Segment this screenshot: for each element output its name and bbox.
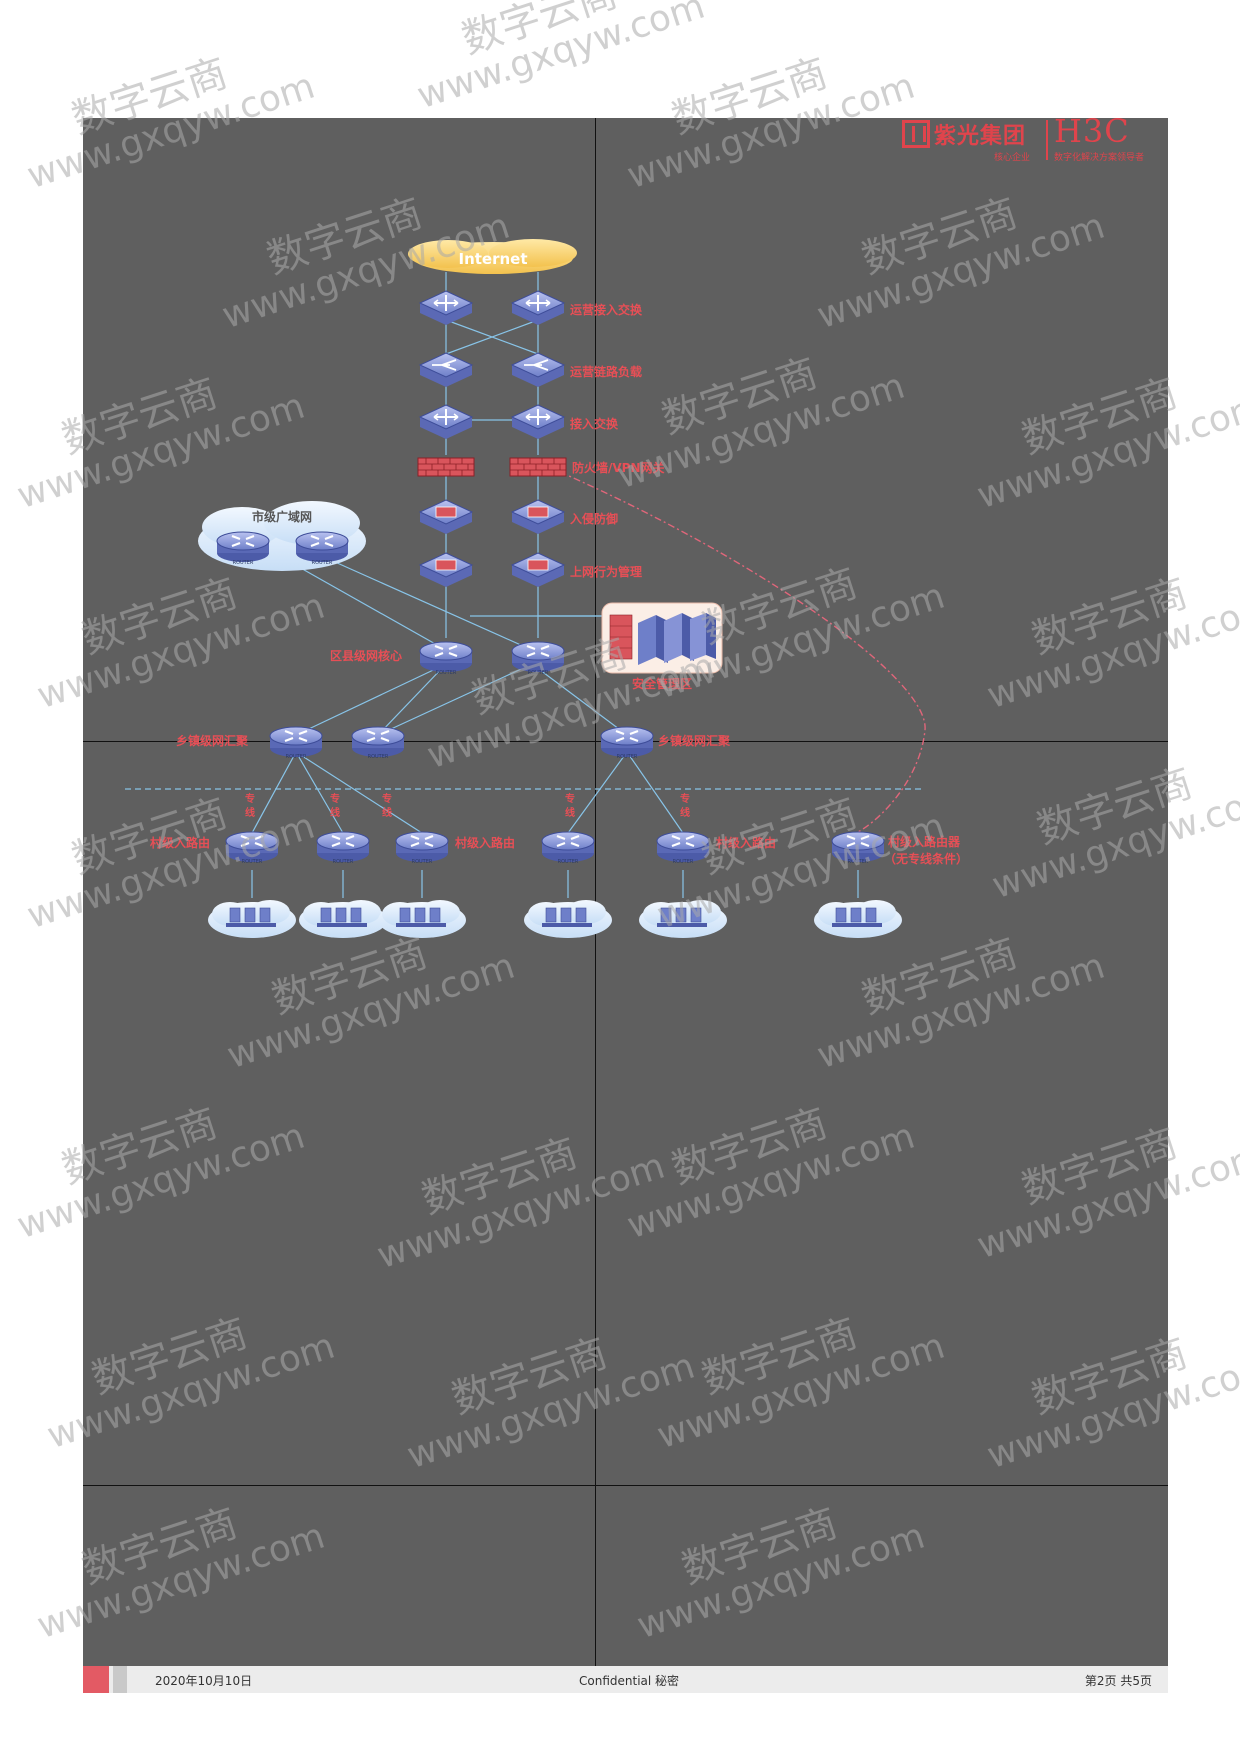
line-marker-5-bottom: 线 [680, 806, 690, 819]
village-router-5-tag: ROUTER [673, 859, 694, 865]
unisplendour-logo-icon [902, 120, 930, 148]
access-switch-left [419, 404, 473, 440]
link-load-balancer-right [511, 352, 565, 388]
footer-grey-block [113, 1666, 127, 1693]
village-router-4-tag: ROUTER [558, 859, 579, 865]
label-village-router-vpn-2: （无专线条件） [884, 851, 968, 866]
town-aggregation-router-1 [268, 725, 324, 759]
link-load-balancer-left [419, 352, 473, 388]
dedicated-line-markers: 专 线 专 线 专 线 专 线 专 线 [245, 792, 690, 819]
label-village-router-vpn-1: 村级入路由器 [888, 834, 961, 849]
town-agg-2-tag: ROUTER [368, 754, 389, 760]
behavior-management-right [511, 552, 565, 588]
footer-confidential: Confidential 秘密 [579, 1674, 680, 1688]
pc-cluster-5 [638, 899, 728, 939]
wan-router-right [294, 530, 350, 564]
pc-cluster-3 [377, 899, 467, 939]
internet-label: Internet [458, 250, 527, 268]
town-aggregation-router-3 [599, 725, 655, 759]
district-core-left-tag: ROUTER [436, 670, 457, 676]
horizontal-divider-line-2 [83, 1485, 1168, 1486]
label-intrusion-prevention: 入侵防御 [570, 511, 618, 526]
line-marker-5-top: 专 [680, 792, 690, 805]
line-marker-1-top: 专 [245, 792, 255, 805]
line-marker-4-top: 专 [565, 792, 575, 805]
pc-cluster-2 [298, 899, 388, 939]
label-town-agg-right: 乡镇级网汇聚 [658, 733, 731, 748]
label-firewall-vpn: 防火墙/VPN网关 [572, 460, 665, 475]
district-core-router-right [510, 640, 566, 674]
vpn-dashed-link [559, 471, 926, 833]
h3c-brand: H3C [1054, 112, 1130, 150]
village-router-5 [655, 830, 711, 864]
label-security-zone: 安全管理区 [632, 676, 692, 691]
village-router-2 [315, 830, 371, 864]
vertical-divider-line [595, 118, 596, 1666]
wan-router-left-tag: ROUTER [233, 560, 254, 566]
label-link-load-balance: 运营链路负载 [570, 364, 642, 379]
internet-cloud: Internet [408, 239, 577, 274]
internet-access-switch-left [419, 290, 473, 326]
pc-cluster-4 [523, 899, 613, 939]
company-logo: 紫光集团 核心企业 H3C 数字化解决方案领导者 [902, 112, 1168, 166]
label-behavior-management: 上网行为管理 [570, 564, 642, 579]
wan-router-right-tag: ROUTER [312, 560, 333, 566]
page-footer: 2020年10月10日 Confidential 秘密 第2页 共5页 [83, 1666, 1168, 1693]
intrusion-prevention-left [419, 499, 473, 535]
h3c-tagline: 数字化解决方案领导者 [1054, 153, 1145, 163]
label-district-core: 区县级网核心 [330, 648, 402, 663]
village-router-vpn-tag: ROUTER [848, 859, 869, 865]
village-router-vpn [830, 830, 886, 864]
pc-cluster-6 [813, 899, 903, 939]
firewall-right [509, 457, 567, 477]
village-router-3 [394, 830, 450, 864]
town-aggregation-router-2 [350, 725, 406, 759]
footer-date: 2020年10月10日 [155, 1674, 253, 1688]
wan-router-left [215, 530, 271, 564]
security-zone-box [601, 602, 723, 674]
village-router-2-tag: ROUTER [333, 859, 354, 865]
town-agg-3-tag: ROUTER [617, 754, 638, 760]
label-internet-access-switch: 运营接入交换 [570, 302, 643, 317]
line-marker-2-top: 专 [330, 792, 340, 805]
village-router-4 [540, 830, 596, 864]
dark-background-panel [83, 118, 1168, 1666]
line-marker-4-bottom: 线 [565, 806, 575, 819]
line-marker-3-top: 专 [382, 792, 392, 805]
line-marker-1-bottom: 线 [245, 806, 255, 819]
unisplendour-brand: 紫光集团 [902, 118, 1026, 150]
district-core-right-tag: ROUTER [528, 670, 549, 676]
internet-access-switch-right [511, 290, 565, 326]
town-agg-1-tag: ROUTER [286, 754, 307, 760]
behavior-management-left [419, 552, 473, 588]
label-access-switch: 接入交换 [570, 416, 619, 431]
intrusion-prevention-right [511, 499, 565, 535]
firewall-left [417, 457, 475, 477]
footer-page-info: 第2页 共5页 [1084, 1674, 1152, 1688]
village-router-3-tag: ROUTER [412, 859, 433, 865]
label-town-agg-left: 乡镇级网汇聚 [176, 733, 249, 748]
label-village-router-2: 村级入路由 [455, 835, 515, 850]
pc-cluster-1 [207, 899, 297, 939]
logo-divider [1046, 120, 1048, 160]
village-router-1 [224, 830, 280, 864]
label-village-router-3: 村级入路由 [716, 835, 776, 850]
unisplendour-tagline: 核心企业 [994, 153, 1031, 163]
village-router-1-tag: ROUTER [242, 859, 263, 865]
footer-red-block [83, 1666, 109, 1693]
access-switch-right [511, 404, 565, 440]
line-marker-3-bottom: 线 [382, 806, 392, 819]
label-village-router-1: 村级入路由 [150, 835, 210, 850]
district-core-router-left [418, 640, 474, 674]
wan-label: 市级广域网 [252, 509, 312, 524]
line-marker-2-bottom: 线 [330, 806, 340, 819]
